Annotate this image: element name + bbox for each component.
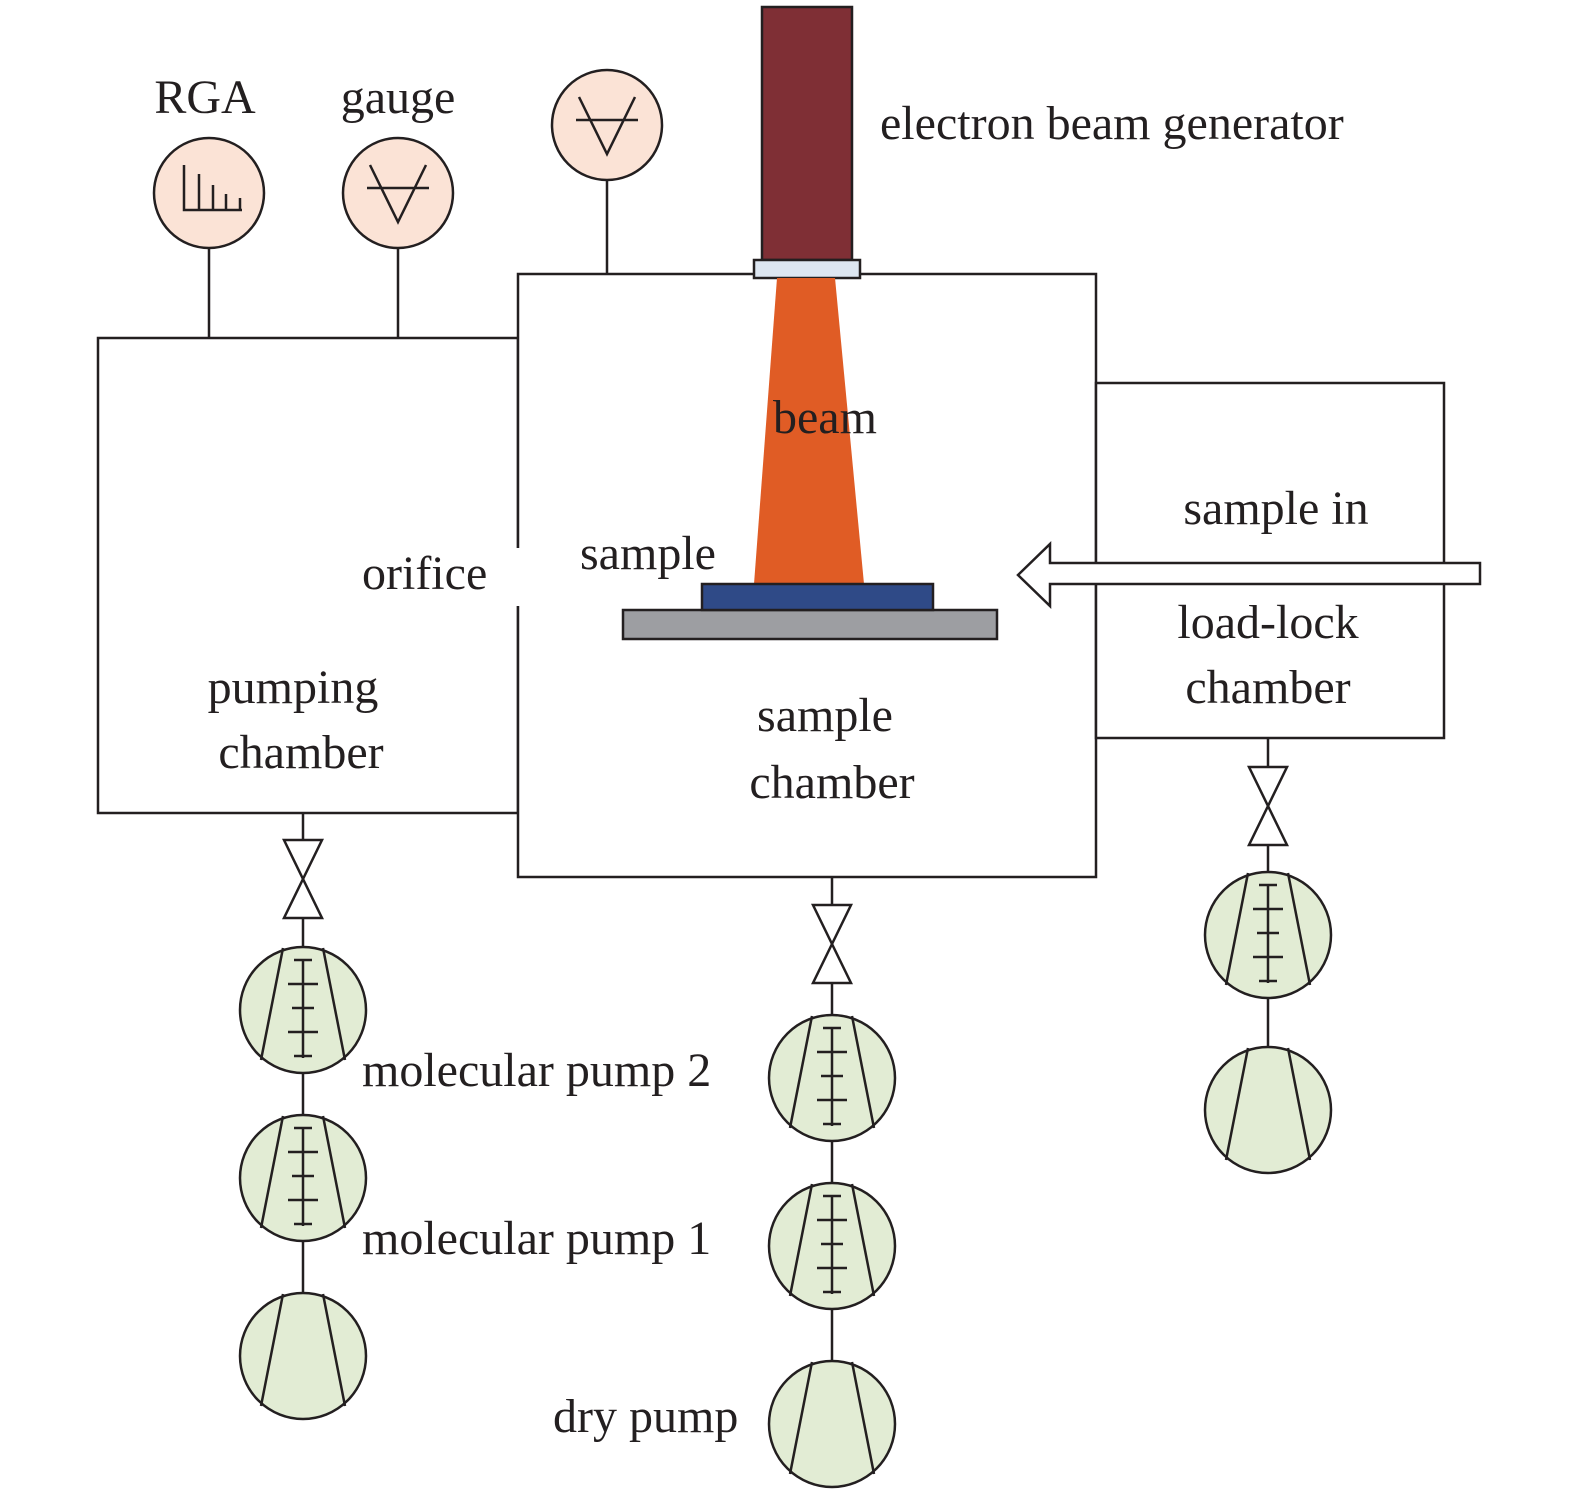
label-molecular-pump-2: molecular pump 2	[362, 1044, 711, 1097]
load-lock-chamber	[1094, 381, 1446, 740]
label-pumping-line1: pumping	[208, 661, 379, 714]
electron-beam	[754, 278, 864, 584]
label-gauge: gauge	[341, 71, 456, 124]
label-beam: beam	[773, 391, 877, 444]
dry-pump-icon	[1203, 1045, 1333, 1175]
electron-beam-generator	[752, 5, 862, 280]
pressure-gauge-pumping	[341, 136, 455, 338]
label-load-lock-line2: chamber	[1185, 661, 1350, 714]
label-sample: sample	[580, 527, 716, 580]
pump-line-load-lock	[1203, 738, 1333, 1175]
pumping-chamber	[96, 336, 520, 815]
label-molecular-pump-1: molecular pump 1	[362, 1212, 711, 1265]
pressure-gauge-sample	[550, 68, 664, 274]
molecular-pump-icon	[238, 1113, 368, 1243]
rga-gauge	[152, 136, 266, 338]
label-dry-pump: dry pump	[553, 1390, 738, 1443]
dry-pump-icon	[767, 1359, 897, 1489]
label-load-lock-line1: load-lock	[1177, 596, 1358, 649]
valve-icon	[1247, 765, 1289, 847]
label-sample-chamber-line1: sample	[757, 689, 893, 742]
sample-stage	[621, 608, 999, 641]
label-rga: RGA	[154, 71, 256, 124]
label-pumping-line2: chamber	[218, 726, 383, 779]
molecular-pump-icon	[238, 945, 368, 1075]
valve-icon	[282, 838, 324, 920]
molecular-pump-icon	[767, 1181, 897, 1311]
valve-icon	[811, 903, 853, 985]
dry-pump-icon	[238, 1291, 368, 1421]
molecular-pump-icon	[1203, 870, 1333, 1000]
label-orifice: orifice	[362, 547, 487, 600]
sample-piece	[700, 582, 935, 612]
sample-in-arrow	[1016, 541, 1482, 609]
rga-icon	[152, 136, 266, 250]
label-sample-chamber-line2: chamber	[749, 756, 914, 809]
gauge-icon	[341, 136, 455, 250]
label-electron-beam-generator: electron beam generator	[880, 97, 1344, 150]
gauge-icon	[550, 68, 664, 182]
label-sample-in: sample in	[1183, 482, 1368, 535]
pump-line-pumping-chamber	[238, 813, 368, 1421]
pump-line-sample-chamber	[767, 877, 897, 1489]
molecular-pump-icon	[767, 1013, 897, 1143]
